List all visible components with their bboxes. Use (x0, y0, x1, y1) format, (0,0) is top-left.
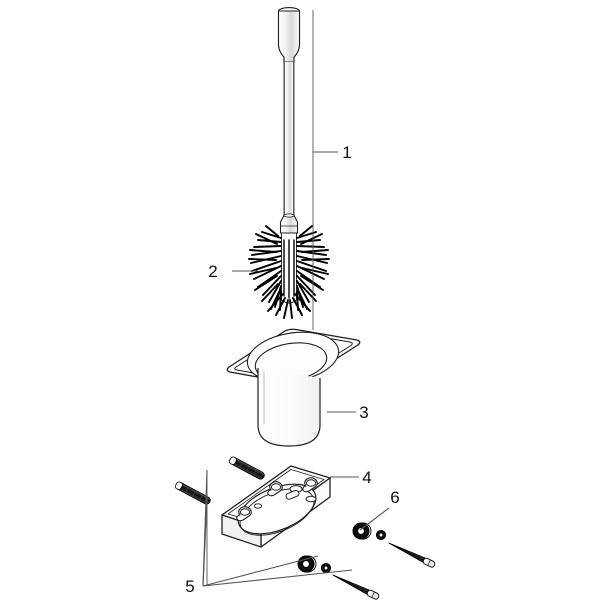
part-fixing-screws-and-washers (297, 522, 436, 600)
callout-label-2: 2 (208, 262, 217, 281)
callout-label-3: 3 (359, 403, 368, 422)
screw-right (388, 542, 436, 568)
part-wall-anchor-plugs (175, 456, 265, 505)
washer-large-right (352, 522, 372, 540)
screw-bottom (332, 574, 380, 600)
leader-fan-5 (202, 469, 353, 587)
callout-label-4: 4 (362, 468, 371, 487)
leader-line-6 (359, 507, 390, 531)
washer-small-bottom (320, 562, 332, 574)
callout-label-5: 5 (185, 577, 194, 596)
part-brush-head-bristles (248, 225, 330, 319)
part-brush-handle-rod (277, 7, 301, 304)
part-wall-mounting-base-plate (221, 465, 331, 548)
callout-leader-lines (202, 10, 390, 587)
callout-label-6: 6 (390, 488, 399, 507)
callout-labels: 1 2 3 4 5 6 (185, 143, 399, 596)
callout-label-1: 1 (342, 143, 351, 162)
part-brush-holder-glass (226, 328, 361, 447)
washer-small-right (375, 529, 387, 541)
